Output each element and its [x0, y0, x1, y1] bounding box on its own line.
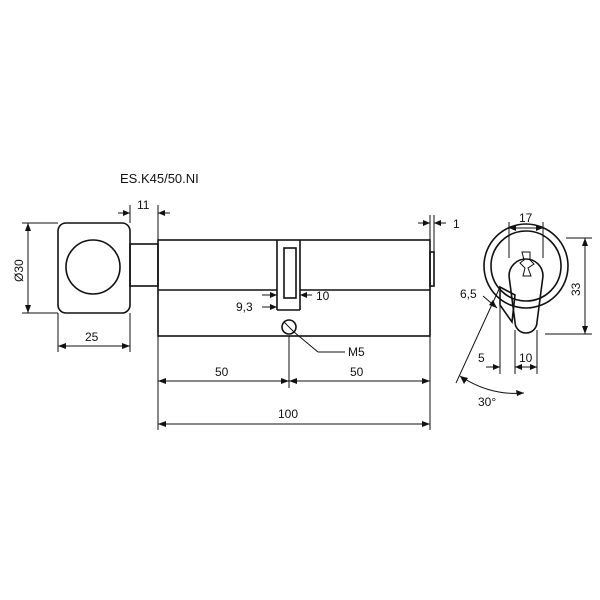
- cylinder-body: [157, 239, 435, 337]
- dim-screw-hole-left-value: 9,3: [236, 300, 253, 314]
- dim-sides: 50 50: [157, 336, 431, 430]
- dim-side-left-value: 50: [215, 365, 229, 379]
- dim-profile-height-value: 33: [569, 282, 583, 296]
- dim-knob-shaft: 11: [118, 198, 170, 244]
- cylinder-profile: [483, 223, 569, 334]
- dim-total-length: 100: [158, 407, 430, 427]
- dim-bottom-right-value: 10: [519, 351, 533, 365]
- dim-cam-angle-value: 30°: [478, 395, 496, 409]
- part-code-label: ES.K45/50.NI: [120, 171, 199, 186]
- dim-profile-width: 17: [508, 211, 544, 258]
- dim-knob-width-value: 25: [85, 330, 99, 344]
- leader-m5: M5: [293, 331, 365, 359]
- dim-profile-width-value: 17: [519, 211, 533, 225]
- dim-cam-offset: 1: [418, 215, 460, 252]
- dim-bottom: 5 10: [478, 305, 538, 374]
- dim-knob-width: 25: [57, 313, 131, 352]
- dim-knob-shaft-value: 11: [137, 198, 150, 212]
- thumb-turn-knob: [57, 222, 131, 314]
- dim-cam-offset-value: 1: [453, 217, 460, 231]
- dim-bottom-left-value: 5: [478, 351, 485, 365]
- screw-thread-label: M5: [348, 345, 365, 359]
- dim-screw-hole: 9,3 10: [236, 289, 330, 314]
- dim-knob-diameter: Ø30: [12, 222, 58, 314]
- dim-profile-height: 33: [545, 237, 592, 335]
- knob-shaft: [129, 243, 159, 287]
- dim-knob-diameter-value: Ø30: [12, 259, 26, 282]
- dim-cam-angle: 30°: [455, 286, 525, 409]
- dim-cam-value: 6,5: [460, 287, 477, 301]
- dim-total-length-value: 100: [278, 407, 298, 421]
- dim-side-right-value: 50: [350, 365, 364, 379]
- dim-cam: 6,5: [460, 287, 498, 309]
- screw-hole: [281, 319, 297, 335]
- dim-screw-hole-right-value: 10: [316, 289, 330, 303]
